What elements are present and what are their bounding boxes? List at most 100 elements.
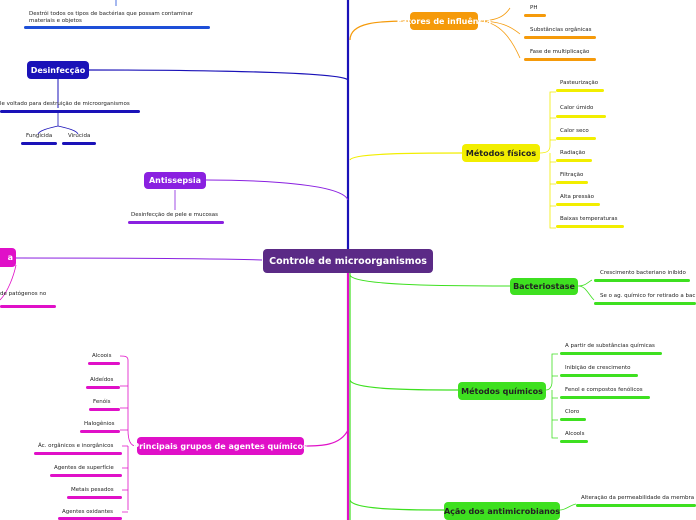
agente-item-oxidantes: Agentes oxidantes [62, 509, 114, 515]
fatores-item-substancias: Substâncias orgânicas [530, 27, 592, 33]
partial-desc: de patógenos no [0, 291, 47, 297]
node-partial[interactable]: a [0, 248, 16, 267]
node-antimicrobianos-label: Ação dos antimicrobianos [443, 506, 561, 516]
agente-item-fenois-underline [89, 408, 120, 411]
agente-item-aldeidos-underline [86, 386, 120, 389]
fisicos-item-filtracao-underline [556, 181, 588, 184]
desinfeccao-child-virucida: Virucida [68, 133, 91, 139]
link-antimicro-children [559, 503, 577, 511]
node-fatores-label: Fatores de influência [396, 16, 492, 26]
node-bacteriostase-label: Bacteriostase [513, 282, 575, 291]
agente-item-halogenios: Halogênios [84, 421, 115, 427]
link-agentes-children [119, 355, 137, 513]
link-quimicos [349, 379, 459, 391]
quimicos-item-fenol: Fenol e compostos fenólicos [565, 387, 643, 393]
fisicos-item-alta-pressao-underline [556, 203, 600, 206]
link-partial-desc [0, 264, 17, 301]
fatores-item-fase-underline [524, 58, 596, 61]
agente-item-acidos: Ác. orgânicos e inorgânicos [38, 443, 114, 449]
node-agentes-quimicos-label: Principais grupos de agentes químicos [133, 441, 308, 451]
bact-item-retirado: Se o ag. químico for retirado a bac [600, 293, 696, 299]
node-bacteriostase[interactable]: Bacteriostase [510, 278, 578, 295]
link-fisicos [349, 152, 463, 161]
antimicro-item-permeabilidade-underline [576, 504, 696, 507]
fisicos-item-radiacao: Radiação [560, 150, 586, 156]
quimicos-item-alcools-underline [560, 440, 588, 443]
link-bact-children [577, 279, 595, 301]
agente-item-fenois: Fenóis [93, 399, 111, 405]
quimicos-item-alcools: Alcools [565, 431, 585, 437]
link-quimicos-children [545, 353, 558, 439]
node-agentes-quimicos[interactable]: Principais grupos de agentes químicos [133, 437, 308, 455]
link-fisicos-children [539, 91, 556, 229]
fisicos-item-pasteurizacao: Pasteurização [560, 80, 599, 86]
quimicos-item-substancias: A partir de substâncias químicas [565, 343, 655, 349]
node-antissepsia[interactable]: Antissepsia [144, 172, 206, 189]
desinfeccao-child-fungicida: Fungicida [26, 133, 53, 139]
fatores-item-substancias-underline [524, 36, 596, 39]
fisicos-item-calor-umido-underline [556, 115, 606, 118]
virucida-underline [62, 142, 96, 145]
fatores-item-ph: PH [530, 5, 538, 11]
link-fatores [349, 20, 411, 41]
fungicida-underline [21, 142, 57, 145]
node-acao-antimicrobianos[interactable]: Ação dos antimicrobianos [444, 502, 560, 520]
quimicos-item-inibicao-underline [560, 374, 638, 377]
top-note: Destrói todos os tipos de bactérias que … [29, 11, 193, 24]
fatores-item-ph-underline [524, 14, 546, 17]
bact-item-inibido-underline [594, 279, 690, 282]
link-agentes [303, 429, 349, 447]
node-desinfeccao-label: Desinfecção [30, 65, 86, 75]
antimicro-item-permeabilidade: Alteração da permeabilidade da membra [581, 495, 695, 501]
link-desinfeccao [87, 69, 349, 81]
quimicos-item-cloro: Cloro [565, 409, 580, 415]
agente-item-superficie-underline [50, 474, 122, 477]
fisicos-item-alta-pressao: Alta pressão [560, 194, 595, 200]
link-antissepsia [205, 179, 349, 201]
quimicos-item-cloro-underline [560, 418, 586, 421]
fisicos-item-calor-umido: Calor úmido [560, 105, 594, 111]
node-partial-label: a [7, 253, 13, 262]
link-antimicrobianos [349, 499, 445, 511]
node-antissepsia-label: Antissepsia [148, 176, 202, 185]
top-note-underline [24, 26, 210, 29]
bact-item-inibido: Crescimento bacteriano inibido [600, 270, 686, 276]
quimicos-item-fenol-underline [560, 396, 650, 399]
link-bacteriostase [349, 274, 511, 287]
node-fatores-influencia[interactable]: Fatores de influência [397, 12, 491, 30]
fisicos-item-pasteurizacao-underline [556, 89, 604, 92]
antissepsia-desc-underline [128, 221, 224, 224]
desinfeccao-desc: le voltado para destruição de microorgan… [0, 101, 130, 107]
link-desinf-children [37, 112, 79, 135]
desinfeccao-desc-underline [0, 110, 140, 113]
fisicos-item-calor-seco: Calor seco [560, 128, 589, 134]
agente-item-metais-underline [67, 496, 122, 499]
agente-item-aldeidos: Aldeídos [90, 377, 114, 383]
agente-item-acidos-underline [34, 452, 122, 455]
antissepsia-desc: Desinfecção de pele e mucosas [131, 212, 218, 218]
agente-item-alcoois: Alcoois [92, 353, 112, 359]
agente-item-alcoois-underline [88, 362, 120, 365]
node-metodos-quimicos[interactable]: Métodos químicos [458, 382, 546, 400]
bact-item-retirado-underline [594, 302, 696, 305]
agente-item-halogenios-underline [80, 430, 120, 433]
partial-desc-underline [0, 305, 56, 308]
node-metodos-fisicos[interactable]: Métodos físicos [462, 144, 540, 162]
central-topic-label: Controle de microorganismos [269, 255, 427, 267]
central-topic[interactable]: Controle de microorganismos [263, 249, 433, 273]
agente-item-oxidantes-underline [58, 517, 122, 520]
fisicos-item-filtracao: Filtração [560, 172, 584, 178]
link-fatores-children [477, 7, 521, 59]
node-fisicos-label: Métodos físicos [465, 148, 537, 158]
fatores-item-fase: Fase de multiplicação [530, 49, 590, 55]
agente-item-superficie: Agentes de superfície [54, 465, 114, 471]
fisicos-item-baixas-temperaturas: Baixas temperaturas [560, 216, 618, 222]
node-desinfeccao[interactable]: Desinfecção [27, 61, 89, 79]
quimicos-item-inibicao: Inibição de crescimento [565, 365, 631, 371]
fisicos-item-radiacao-underline [556, 159, 592, 162]
agente-item-metais: Metais pesados [71, 487, 114, 493]
fisicos-item-baixas-temperaturas-underline [556, 225, 624, 228]
fisicos-item-calor-seco-underline [556, 137, 596, 140]
link-partial [15, 257, 263, 261]
